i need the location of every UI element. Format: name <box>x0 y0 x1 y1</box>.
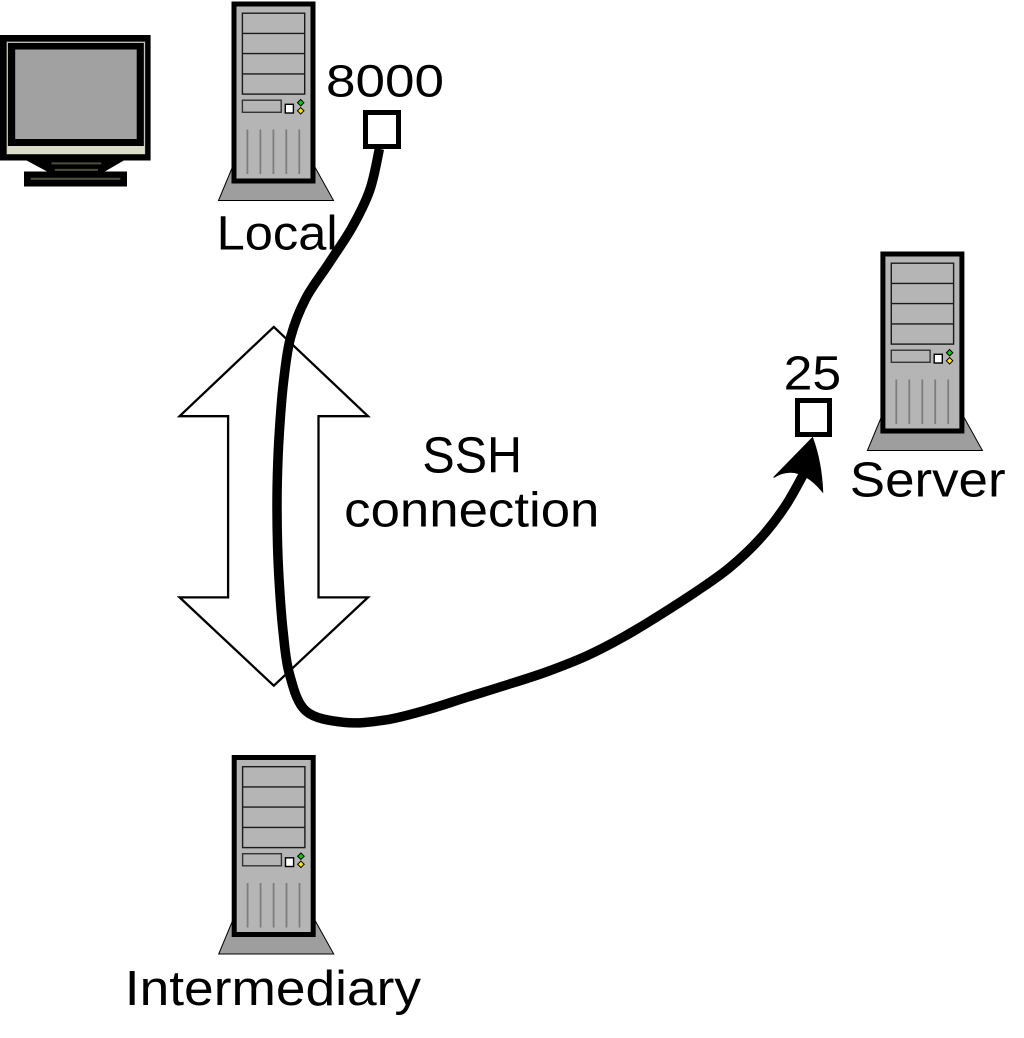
svg-text:SSH: SSH <box>422 426 522 483</box>
svg-text:connection: connection <box>344 484 599 538</box>
svg-text:Intermediary: Intermediary <box>125 961 421 1016</box>
svg-text:8000: 8000 <box>326 56 444 107</box>
svg-text:Server: Server <box>850 454 1006 508</box>
svg-text:Local: Local <box>217 206 338 260</box>
svg-text:25: 25 <box>784 346 842 400</box>
